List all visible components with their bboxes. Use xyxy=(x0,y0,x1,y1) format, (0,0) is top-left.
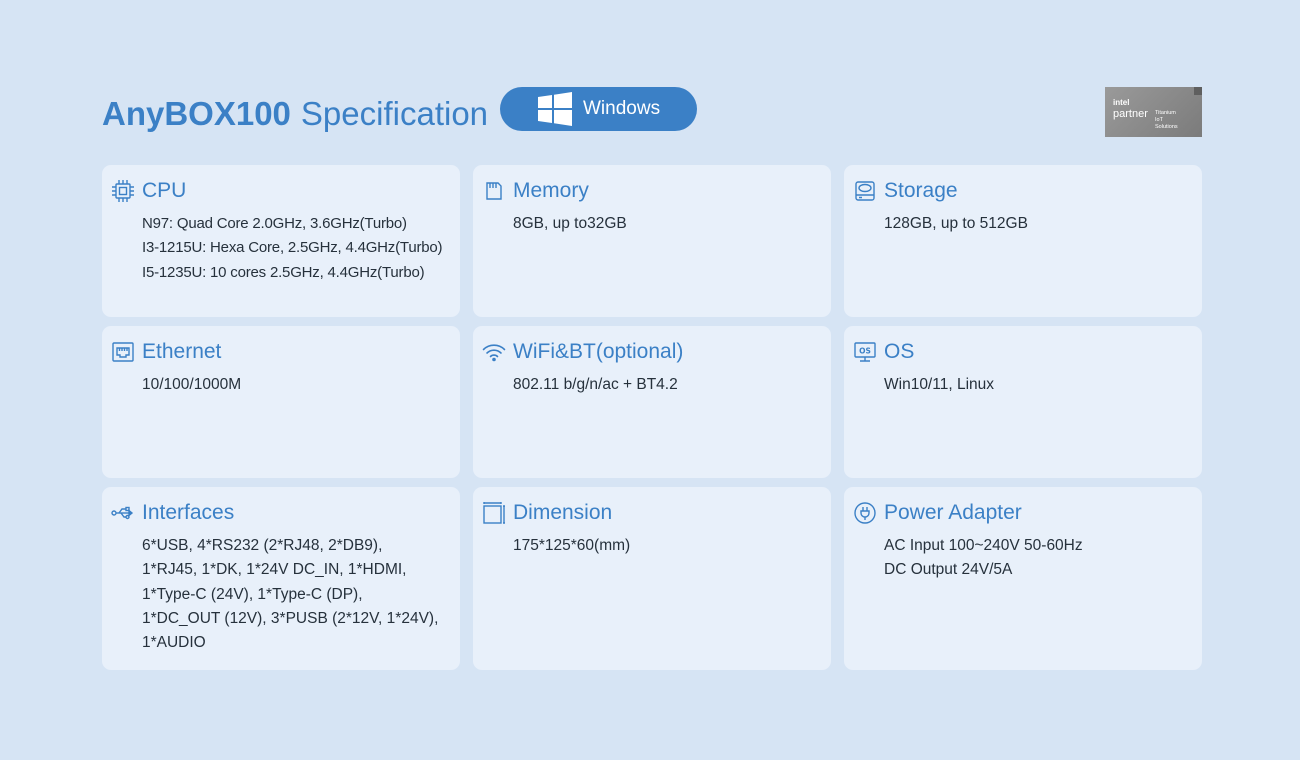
spec-line: 802.11 b/g/n/ac + BT4.2 xyxy=(513,376,678,393)
spec-title: OS xyxy=(884,340,915,363)
spec-card-power-adapter: Power Adapter AC Input 100~240V 50-60Hz … xyxy=(844,487,1202,670)
spec-body: N97: Quad Core 2.0GHz, 3.6GHz(Turbo) I3-… xyxy=(142,212,452,285)
partner-tier-line: Titanium xyxy=(1155,110,1176,116)
spec-line: 1*Type-C (24V), 1*Type-C (DP), xyxy=(142,585,363,603)
windows-logo-icon xyxy=(538,92,572,126)
spec-body: 8GB, up to32GB xyxy=(513,212,823,236)
spec-line: N97: Quad Core 2.0GHz, 3.6GHz(Turbo) xyxy=(142,215,407,232)
spec-card-interfaces: Interfaces 6*USB, 4*RS232 (2*RJ48, 2*DB9… xyxy=(102,487,460,670)
os-monitor-icon: OS xyxy=(854,342,876,362)
spec-line: 1*RJ45, 1*DK, 1*24V DC_IN, 1*HDMI, xyxy=(142,561,407,579)
spec-card-os: OS OS Win10/11, Linux xyxy=(844,326,1202,478)
usb-icon xyxy=(111,506,134,520)
power-plug-icon xyxy=(854,502,876,524)
spec-line: 8GB, up to32GB xyxy=(513,215,627,232)
spec-title: Ethernet xyxy=(142,340,222,363)
partner-tier: Titanium IoT Solutions xyxy=(1155,110,1195,131)
spec-line: I5-1235U: 10 cores 2.5GHz, 4.4GHz(Turbo) xyxy=(142,263,425,281)
windows-badge-label: Windows xyxy=(583,98,661,119)
storage-drive-icon xyxy=(855,181,875,201)
cpu-chip-icon xyxy=(112,180,134,202)
spec-line: 1*DC_OUT (12V), 3*PUSB (2*12V, 1*24V), xyxy=(142,609,439,627)
intel-partner-badge: intel partner Titanium IoT Solutions xyxy=(1105,87,1202,137)
spec-body: 175*125*60(mm) xyxy=(513,534,823,558)
badge-corner xyxy=(1194,87,1202,95)
spec-title: WiFi&BT(optional) xyxy=(513,340,684,363)
spec-line: 6*USB, 4*RS232 (2*RJ48, 2*DB9), xyxy=(142,537,383,554)
spec-card-memory: Memory 8GB, up to32GB xyxy=(473,165,831,317)
ethernet-port-icon xyxy=(112,342,134,362)
spec-card-ethernet: Ethernet 10/100/1000M xyxy=(102,326,460,478)
partner-label: partner xyxy=(1113,108,1148,120)
spec-grid: CPU N97: Quad Core 2.0GHz, 3.6GHz(Turbo)… xyxy=(102,165,1202,670)
spec-title: Power Adapter xyxy=(884,501,1022,524)
spec-title: Memory xyxy=(513,179,589,202)
spec-title: Storage xyxy=(884,179,958,202)
spec-body: 802.11 b/g/n/ac + BT4.2 xyxy=(513,373,823,397)
spec-line: 175*125*60(mm) xyxy=(513,537,631,554)
spec-line: 1*AUDIO xyxy=(142,634,206,652)
windows-badge: Windows xyxy=(500,87,697,131)
spec-line: 10/100/1000M xyxy=(142,376,242,393)
spec-line: DC Output 24V/5A xyxy=(884,561,1013,579)
spec-body: 128GB, up to 512GB xyxy=(884,212,1194,236)
partner-tier-line: IoT xyxy=(1155,117,1163,123)
intel-brand: intel xyxy=(1113,98,1130,107)
spec-card-cpu: CPU N97: Quad Core 2.0GHz, 3.6GHz(Turbo)… xyxy=(102,165,460,317)
page-subtitle: Specification xyxy=(300,95,489,132)
spec-title: CPU xyxy=(142,179,187,202)
spec-body: 10/100/1000M xyxy=(142,373,452,397)
product-name: AnyBOX100 xyxy=(102,95,291,132)
spec-line: AC Input 100~240V 50-60Hz xyxy=(884,537,1083,554)
partner-tier-line: Solutions xyxy=(1155,124,1178,130)
svg-text:OS: OS xyxy=(859,347,871,356)
spec-body: AC Input 100~240V 50-60Hz DC Output 24V/… xyxy=(884,534,1194,583)
spec-line: I3-1215U: Hexa Core, 2.5GHz, 4.4GHz(Turb… xyxy=(142,239,443,257)
spec-body: 6*USB, 4*RS232 (2*RJ48, 2*DB9), 1*RJ45, … xyxy=(142,534,452,655)
wifi-icon xyxy=(482,344,506,362)
spec-line: 128GB, up to 512GB xyxy=(884,215,1028,232)
spec-card-storage: Storage 128GB, up to 512GB xyxy=(844,165,1202,317)
spec-body: Win10/11, Linux xyxy=(884,373,1194,397)
spec-title: Interfaces xyxy=(142,501,235,524)
spec-card-wifi: WiFi&BT(optional) 802.11 b/g/n/ac + BT4.… xyxy=(473,326,831,478)
dimension-box-icon xyxy=(483,502,505,524)
spec-card-dimension: Dimension 175*125*60(mm) xyxy=(473,487,831,670)
memory-card-icon xyxy=(486,182,502,200)
spec-line: Win10/11, Linux xyxy=(884,376,994,393)
spec-title: Dimension xyxy=(513,501,613,524)
